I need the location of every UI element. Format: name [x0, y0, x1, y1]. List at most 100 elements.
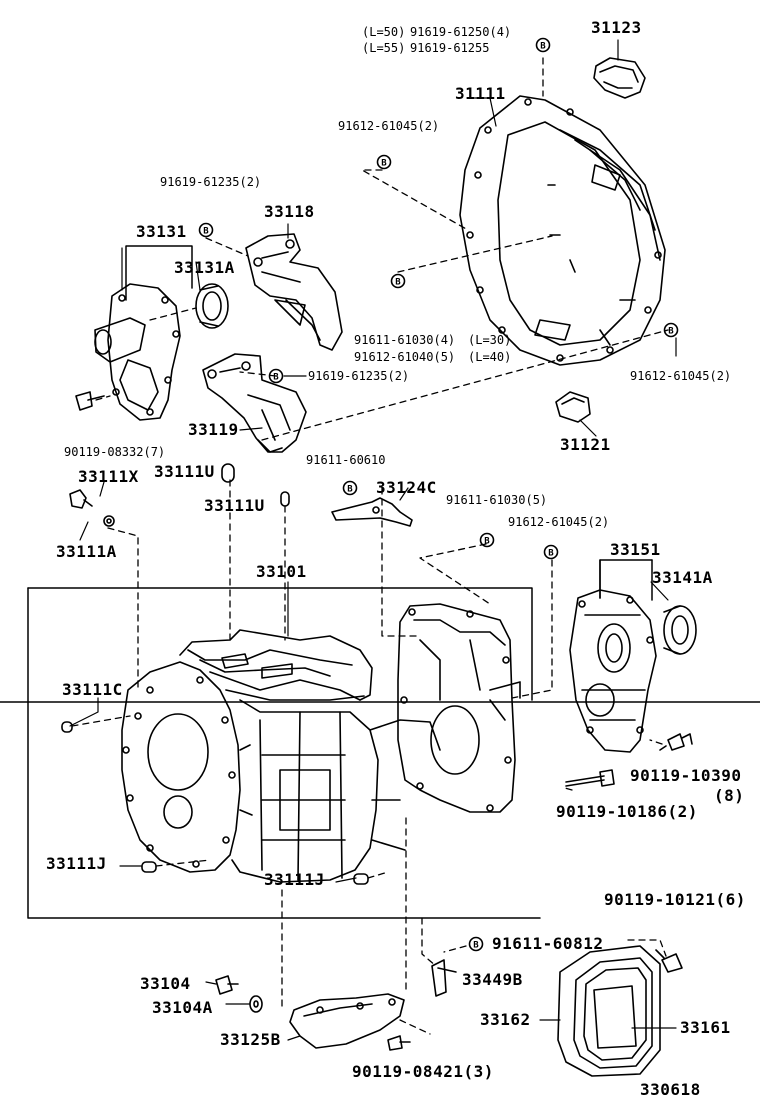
washer-33104A [249, 995, 263, 1013]
bolt-90119-08332 [75, 391, 105, 411]
pin-33111J-2 [353, 873, 369, 885]
label-33449B: 33449B [462, 970, 523, 989]
label-l-40: (L=40) [468, 350, 512, 364]
label-33131A: 33131A [174, 258, 235, 277]
b-marker-text: B [347, 485, 353, 495]
label-33104A: 33104A [152, 998, 213, 1017]
dashed-lines [71, 57, 669, 1035]
label-91612-61040: 91612-61040(5) [354, 350, 456, 364]
frame-lines [0, 245, 760, 919]
b-marker-text: B [395, 278, 401, 288]
b-marker-text: B [203, 227, 209, 237]
label-91619-61235-top: 91619-61235(2) [160, 175, 262, 189]
label-33111U-1: 33111U [154, 462, 215, 481]
label-90119-10390: 90119-10390 [630, 766, 742, 785]
gasket-33162 [557, 945, 661, 1077]
label-33162: 33162 [480, 1010, 531, 1029]
label-90119-08332: 90119-08332(7) [64, 445, 166, 459]
plate-33124C [331, 497, 413, 527]
label-91611-61030-4: 91611-61030(4) [354, 333, 456, 347]
label-31111: 31111 [455, 84, 506, 103]
label-33119: 33119 [188, 420, 239, 439]
transmission-case-33101 [121, 629, 441, 883]
bolt-33104 [215, 975, 239, 995]
extension-housing-33151 [569, 589, 657, 753]
label-90119-08421: 90119-08421(3) [352, 1062, 494, 1081]
bracket-33449B [431, 959, 457, 997]
label-33125B: 33125B [220, 1030, 281, 1049]
label-33111J-2: 33111J [264, 870, 325, 889]
label-33124C: 33124C [376, 478, 437, 497]
b-marker-text: B [548, 549, 554, 559]
retainer-33131 [94, 283, 181, 421]
label-90119-10121: 90119-10121(6) [604, 890, 746, 909]
b-marker-text: B [473, 941, 479, 951]
label-33101: 33101 [256, 562, 307, 581]
dowel-33111U-2 [280, 491, 290, 507]
label-91611-61030-5: 91611-61030(5) [446, 493, 548, 507]
label-33151: 33151 [610, 540, 661, 559]
label-91611-60812: 91611-60812 [492, 934, 604, 953]
b-marker: B [543, 544, 559, 560]
b-marker: B [342, 480, 358, 496]
leader-lines [69, 39, 677, 1041]
label-91619-61255: 91619-61255 [410, 41, 490, 55]
label-91619-61250: 91619-61250(4) [410, 25, 512, 39]
b-marker-text: B [273, 373, 279, 383]
intermediate-plate [397, 603, 521, 813]
b-marker: B [268, 368, 284, 384]
cover-31123 [593, 57, 646, 99]
cover-31121 [555, 391, 591, 423]
b-marker-text: B [484, 537, 490, 547]
label-33161: 33161 [680, 1018, 731, 1037]
b-marker: B [535, 37, 551, 53]
bolt-90119-10121 [655, 949, 683, 973]
label-91619-61235-mid: 91619-61235(2) [308, 369, 410, 383]
label-33111J-1: 33111J [46, 854, 107, 873]
b-marker-text: B [668, 327, 674, 337]
label-31123: 31123 [591, 18, 642, 37]
label-33111X: 33111X [78, 467, 139, 486]
b-marker-text: B [540, 42, 546, 52]
label-l-30: (L=30) [468, 333, 512, 347]
label-33141A: 33141A [652, 568, 713, 587]
label-91611-60610: 91611-60610 [306, 453, 386, 467]
label-33111U-2: 33111U [204, 496, 265, 515]
oil-seal-33141A [663, 605, 697, 655]
b-marker: B [479, 532, 495, 548]
b-marker: B [198, 222, 214, 238]
bolt-90119-10186 [565, 769, 615, 787]
pin-33111X [69, 489, 93, 509]
label-33131: 33131 [136, 222, 187, 241]
oil-seal-33131A [195, 283, 229, 329]
bracket-33118 [245, 233, 343, 351]
b-marker: B [376, 154, 392, 170]
label-91612-61045-low: 91612-61045(2) [508, 515, 610, 529]
bolt-90119-08421 [387, 1035, 411, 1051]
cover-33125B [289, 993, 405, 1049]
bell-housing-31111 [459, 95, 666, 366]
dowel-33111U-1 [221, 463, 235, 483]
figure-number: 330618 [640, 1080, 701, 1099]
pin-33111C [61, 721, 73, 733]
b-marker: B [390, 273, 406, 289]
plug-33111A [103, 515, 115, 527]
label-qty-8: (8) [714, 786, 745, 805]
label-90119-10186: 90119-10186(2) [556, 802, 698, 821]
pan-33161 [573, 957, 653, 1069]
b-marker: B [468, 936, 484, 952]
label-l-50: (L=50) [362, 25, 406, 39]
label-33104: 33104 [140, 974, 191, 993]
bolt-90119-10390 [659, 733, 693, 751]
bracket-33119 [202, 353, 307, 453]
label-33111A: 33111A [56, 542, 117, 561]
label-33111C: 33111C [62, 680, 123, 699]
pin-33111J-1 [141, 861, 157, 873]
label-l-55: (L=55) [362, 41, 406, 55]
label-31121: 31121 [560, 435, 611, 454]
label-91612-61045-right: 91612-61045(2) [630, 369, 732, 383]
b-marker: B [663, 322, 679, 338]
label-91612-61045-top: 91612-61045(2) [338, 119, 440, 133]
label-33118: 33118 [264, 202, 315, 221]
